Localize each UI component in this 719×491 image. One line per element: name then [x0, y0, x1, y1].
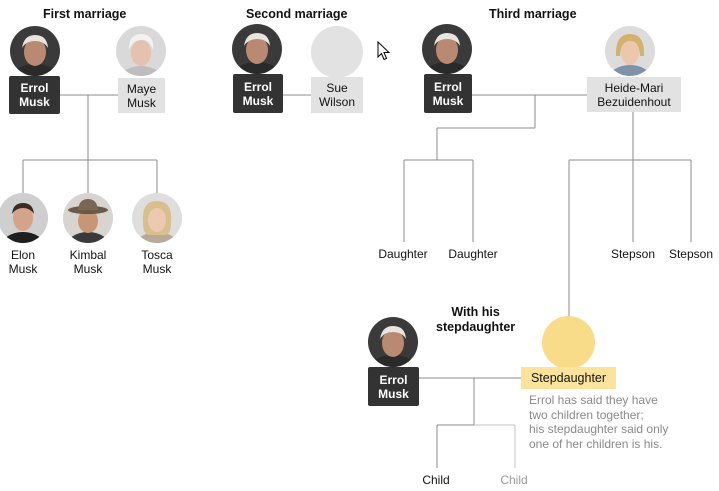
kimbal-last-name: Musk: [63, 262, 113, 276]
errol-musk-name-2: Errol Musk: [233, 74, 283, 113]
person-photo-icon: [10, 26, 60, 76]
note-line-4: one of her children is his.: [529, 437, 709, 452]
note-line-3: his stepdaughter said only: [529, 422, 709, 437]
errol-last-name: Musk: [243, 94, 274, 108]
errol-last-name: Musk: [433, 94, 464, 108]
tosca-musk-label: Tosca Musk: [134, 248, 180, 276]
errol-first-name: Errol: [434, 80, 462, 94]
errol-musk-name-3: Errol Musk: [424, 74, 472, 113]
errol-first-name: Errol: [244, 80, 272, 94]
maye-musk-name: Maye Musk: [118, 78, 165, 113]
daughter-label-2: Daughter: [442, 247, 504, 261]
errol-musk-photo-2: [232, 24, 282, 74]
heading-with-stepdaughter-line2: stepdaughter: [436, 320, 515, 335]
child-label-disputed: Child: [490, 473, 538, 487]
note-line-2: two children together;: [529, 408, 709, 423]
child-label-confirmed: Child: [412, 473, 460, 487]
person-photo-icon: [63, 193, 113, 243]
errol-first-name: Errol: [379, 373, 407, 387]
heading-with-stepdaughter: With his stepdaughter: [436, 305, 515, 335]
person-photo-icon: [605, 26, 655, 76]
kimbal-musk-label: Kimbal Musk: [63, 248, 113, 276]
person-photo-icon: [0, 193, 48, 243]
errol-musk-photo-4: [368, 317, 418, 367]
errol-musk-photo-3: [422, 24, 472, 74]
heading-first-marriage: First marriage: [43, 7, 126, 21]
sue-wilson-placeholder: [311, 26, 363, 78]
person-photo-icon: [132, 193, 182, 243]
errol-musk-photo-1: [10, 26, 60, 76]
heide-last-name: Bezuidenhout: [597, 95, 670, 109]
maye-musk-photo: [116, 26, 166, 76]
tosca-last-name: Musk: [134, 262, 180, 276]
errol-musk-name-1: Errol Musk: [9, 76, 60, 114]
stepdaughter-placeholder: [542, 316, 595, 369]
errol-last-name: Musk: [378, 387, 409, 401]
heide-first-name: Heide-Mari: [605, 81, 664, 95]
stepdaughter-name: Stepdaughter: [521, 367, 616, 389]
tosca-musk-photo: [132, 193, 182, 243]
person-photo-icon: [422, 24, 472, 74]
stepson-label-2: Stepson: [663, 247, 719, 261]
stepdaughter-note: Errol has said they have two children to…: [529, 393, 709, 451]
errol-first-name: Errol: [20, 81, 48, 95]
maye-last-name: Musk: [127, 96, 156, 110]
note-line-1: Errol has said they have: [529, 393, 709, 408]
sue-first-name: Sue: [326, 81, 347, 95]
daughter-label-1: Daughter: [372, 247, 434, 261]
heide-mari-photo: [605, 26, 655, 76]
errol-musk-name-4: Errol Musk: [368, 367, 419, 406]
elon-musk-label: Elon Musk: [3, 248, 43, 276]
person-photo-icon: [116, 26, 166, 76]
errol-last-name: Musk: [19, 95, 50, 109]
sue-wilson-name: Sue Wilson: [311, 77, 363, 113]
elon-first-name: Elon: [3, 248, 43, 262]
person-photo-icon: [232, 24, 282, 74]
mouse-pointer-icon: [377, 41, 391, 61]
kimbal-musk-photo: [63, 193, 113, 243]
maye-first-name: Maye: [127, 82, 156, 96]
heading-with-stepdaughter-line1: With his: [436, 305, 515, 320]
heading-third-marriage: Third marriage: [489, 7, 577, 21]
kimbal-first-name: Kimbal: [63, 248, 113, 262]
stepson-label-1: Stepson: [605, 247, 661, 261]
tosca-first-name: Tosca: [134, 248, 180, 262]
elon-last-name: Musk: [3, 262, 43, 276]
heide-mari-name: Heide-Mari Bezuidenhout: [587, 77, 681, 112]
elon-musk-photo: [0, 193, 48, 243]
heading-second-marriage: Second marriage: [246, 7, 347, 21]
sue-last-name: Wilson: [319, 95, 355, 109]
person-photo-icon: [368, 317, 418, 367]
